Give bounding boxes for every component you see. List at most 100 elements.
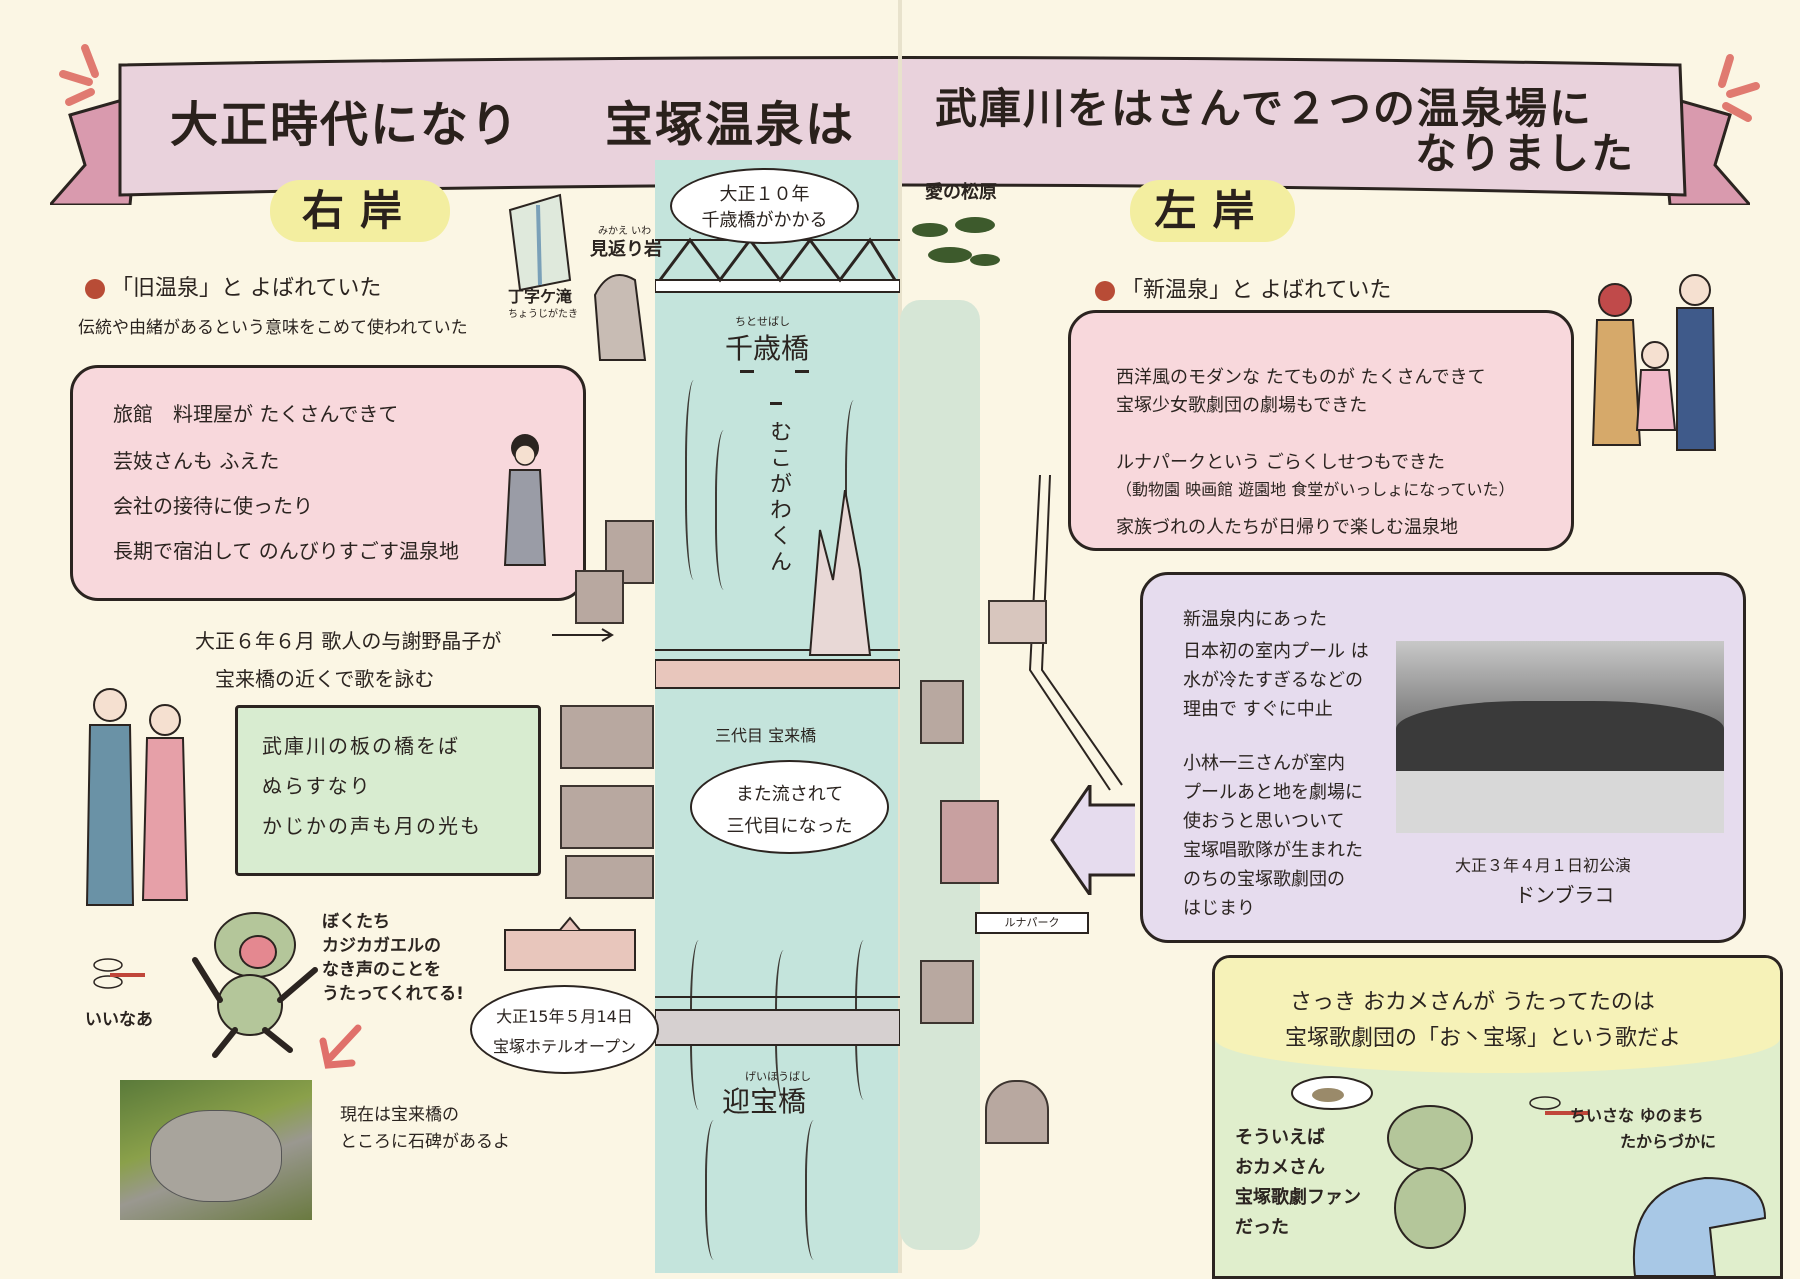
monument-line-2: ところに石碑があるよ	[340, 1132, 510, 1152]
building-drawing	[560, 705, 654, 769]
chitose-bridge-drawing	[655, 237, 900, 293]
pool-line: 宝塚唱歌隊が生まれた	[1183, 840, 1363, 861]
title-right-part1: 武庫川をはさんで２つの温泉場に	[935, 84, 1593, 133]
hotel-open-bubble: 大正15年５月14日 宝塚ホテルオープン	[470, 985, 659, 1074]
monument-line-1: 現在は宝来橋の	[340, 1105, 459, 1125]
rock-reading: みかえ いわ	[598, 226, 652, 237]
pool-line: 日本初の室内プール は	[1183, 641, 1369, 662]
frog-speech: ぼくたち カジカガエルの なき声のことを うたってくれてる!	[322, 910, 464, 1006]
poem-box: 武庫川の板の橋をば ぬらすなり かじかの声も月の光も	[235, 705, 541, 876]
geisha-figure	[503, 434, 547, 566]
riverbank-trees	[900, 300, 980, 1250]
pool-line: のちの宝塚歌劇団の	[1183, 869, 1345, 890]
family-figures	[1591, 274, 1717, 451]
bottom-story-panel: さっき おカメさんが うたってたのは 宝塚歌劇団の「お丶宝塚」という歌だよ そう…	[1212, 955, 1783, 1279]
mukogawa-face-icon	[740, 370, 820, 410]
bullet-dot-icon	[1095, 281, 1115, 301]
bubble-line: 宝塚ホテルオープン	[492, 1037, 637, 1056]
right-bank-info-box: 旅館 料理屋が たくさんできて 芸妓さんも ふえた 会社の接待に使ったり 長期で…	[70, 365, 586, 601]
river-singing-speech: ちいさな ゆのまち たからづかに	[1570, 1103, 1716, 1155]
frog-line: だった	[1235, 1217, 1289, 1238]
akiko-line-2: 宝来橋の近くで歌を詠む	[215, 667, 435, 691]
info-line: 会社の接待に使ったり	[113, 494, 313, 518]
monument-photo	[120, 1080, 312, 1220]
building-drawing	[920, 960, 974, 1024]
poem-line: かじかの声も月の光も	[262, 814, 482, 838]
info-line: 家族づれの人たちが日帰りで楽しむ温泉地	[1116, 517, 1458, 538]
left-bank-header: 左岸	[1130, 180, 1295, 242]
akiko-line-1: 大正６年６月 歌人の与謝野晶子が	[195, 629, 502, 653]
title-left-part2: 宝塚温泉は	[605, 97, 856, 153]
rock-label: 見返り岩	[590, 239, 662, 260]
geiho-bridge-drawing	[655, 996, 900, 1046]
sparkle-icon	[59, 44, 99, 106]
pool-line: 使おうと思いついて	[1183, 811, 1345, 832]
title-banner	[50, 56, 1750, 205]
kajika-frog-figure	[192, 912, 318, 1058]
photo-caption-title: ドンブラコ	[1515, 883, 1615, 907]
pool-history-box: 新温泉内にあった 日本初の室内プール は 水が冷たすぎるなどの 理由で すぐに中…	[1140, 572, 1746, 943]
frog-memory-speech: そういえば おカメさん 宝塚歌劇ファン だった	[1235, 1123, 1361, 1243]
pointer-arrow-icon	[1050, 785, 1135, 895]
dragonfly-icon	[93, 958, 145, 989]
pool-line: 理由で すぐに中止	[1183, 699, 1333, 720]
bubble-year: 大正１０年	[719, 184, 810, 205]
horai-bridge-label: 三代目 宝来橋	[715, 726, 817, 745]
building-drawing	[560, 785, 654, 849]
info-line: 宝塚少女歌劇団の劇場もできた	[1116, 395, 1368, 416]
takarazuka-hotel-drawing	[504, 916, 636, 971]
building-drawing	[988, 600, 1047, 644]
new-onsen-called: 「新温泉」と よばれていた	[1095, 272, 1391, 304]
song-line: ちいさな ゆのまち	[1570, 1106, 1704, 1125]
pines-label: 愛の松原	[925, 182, 997, 203]
waterfall-reading: ちょうじがたき	[508, 309, 578, 320]
mukogawa-kun-character	[1632, 1176, 1767, 1276]
mikaeri-rock-drawing	[593, 274, 647, 361]
turtle-thought-icon	[1291, 1076, 1373, 1110]
info-line: 旅館 料理屋が たくさんできて	[113, 402, 399, 426]
pool-line: 新温泉内にあった	[1183, 609, 1327, 630]
info-line: （動物園 映画館 遊園地 食堂がいっしょになっていた）	[1116, 480, 1515, 499]
old-onsen-called: 「旧温泉」と よばれていた	[85, 270, 381, 302]
pool-line: はじまり	[1183, 898, 1255, 919]
old-onsen-note: 伝統や由緒があるという意味をこめて使われていた	[78, 318, 468, 338]
info-line: ルナパークという ごらくしせつもできた	[1116, 452, 1445, 473]
panel-line-1: さっき おカメさんが うたってたのは	[1290, 990, 1655, 1015]
photo-caption-date: 大正３年４月１日初公演	[1455, 856, 1632, 875]
building-drawing	[565, 855, 654, 899]
frog-line: そういえば	[1235, 1127, 1325, 1148]
waterfall-label: 丁字ケ滝	[508, 287, 573, 306]
arrow-right-icon	[552, 628, 614, 642]
mukogawa-kun-label: むこがわくん	[766, 420, 791, 576]
poem-line: ぬらすなり	[262, 774, 372, 798]
info-line: 芸妓さんも ふえた	[113, 449, 280, 473]
frog-line: なき声のことを	[322, 960, 441, 980]
geiho-bridge-label: 迎宝橋	[722, 1085, 807, 1118]
dragonfly-speech: いいなあ	[85, 1010, 153, 1030]
left-bank-info-box: 西洋風のモダンな たてものが たくさんできて 宝塚少女歌劇団の劇場もできた ルナ…	[1068, 310, 1574, 551]
frog-line: 宝塚歌劇ファン	[1235, 1187, 1361, 1208]
bullet-dot-icon	[85, 279, 105, 299]
poem-line: 武庫川の板の橋をば	[262, 734, 460, 758]
mukogawa-river	[655, 160, 900, 1273]
arrow-down-left-icon	[319, 1024, 362, 1069]
song-line: たからづかに	[1620, 1132, 1717, 1151]
bubble-line: 大正15年５月14日	[496, 1007, 633, 1026]
panel-line-2: 宝塚歌劇団の「お丶宝塚」という歌だよ	[1285, 1026, 1682, 1051]
bubble-line: 三代目になった	[726, 816, 853, 837]
bubble-text: 千歳橋がかかる	[701, 210, 828, 231]
building-drawing	[985, 1080, 1049, 1144]
old-onsen-called-text: 「旧温泉」と よばれていた	[111, 276, 382, 301]
horai-third-bubble: また流されて 三代目になった	[690, 760, 889, 854]
donburako-stage-photo	[1396, 641, 1724, 833]
pool-line: 小林一三さんが室内	[1183, 753, 1345, 774]
sparkle-icon	[1718, 54, 1760, 122]
chitose-year-bubble: 大正１０年 千歳橋がかかる	[670, 168, 859, 244]
railway-drawing	[1028, 474, 1123, 791]
pool-line: 水が冷たすぎるなどの	[1183, 670, 1363, 691]
chitose-bridge-label: 千歳橋	[725, 332, 810, 365]
building-drawing	[940, 800, 999, 884]
geiho-reading: げいほうばし	[745, 1070, 811, 1083]
rock-spire-drawing	[808, 490, 872, 656]
pine-trees-drawing	[912, 217, 1000, 266]
